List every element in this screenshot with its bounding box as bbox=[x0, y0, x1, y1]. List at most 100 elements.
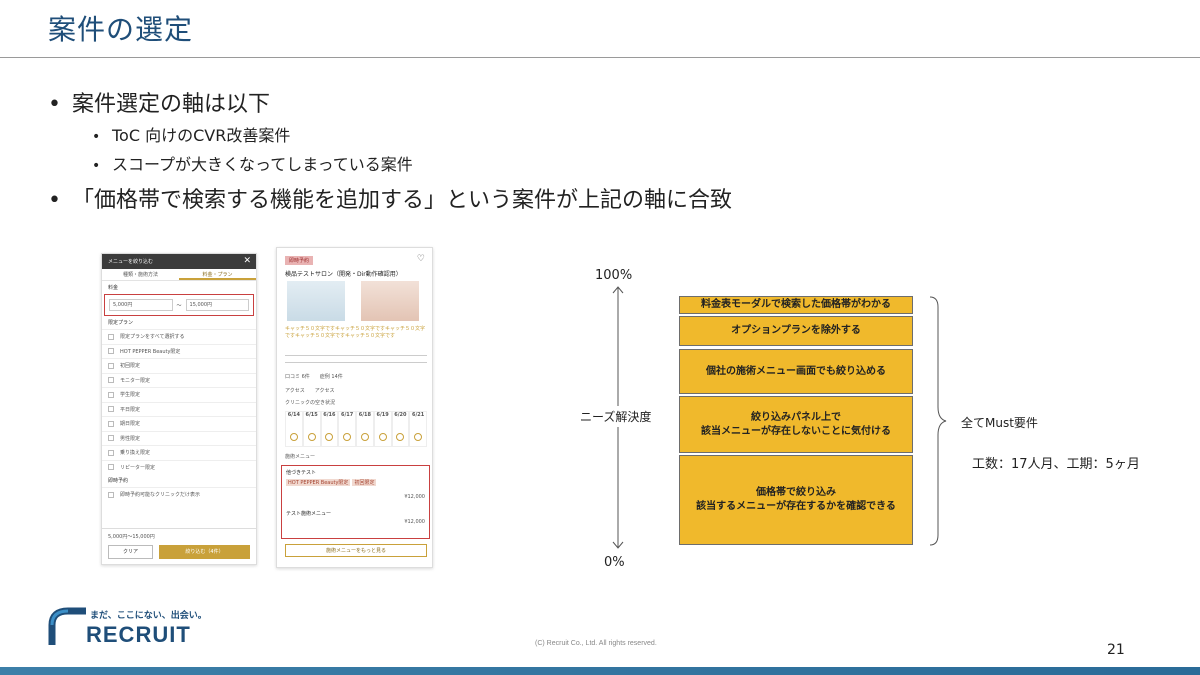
price-max-select[interactable]: 15,000円 bbox=[185, 299, 250, 311]
more-menu-button[interactable]: 施術メニューをもっと見る bbox=[285, 544, 427, 557]
bullet-dot-icon: • bbox=[48, 188, 61, 213]
available-icon bbox=[378, 433, 387, 441]
list-item[interactable]: 男性限定 bbox=[102, 430, 256, 446]
list-item[interactable]: 乗り換え限定 bbox=[102, 445, 256, 460]
right-brace-icon bbox=[929, 296, 947, 546]
axis-bottom-label: 0% bbox=[604, 555, 625, 570]
catch-copy: キャッチ５０文字ですキャッチ５０文字ですキャッチ５０文字ですキャッチ５０文字です… bbox=[285, 326, 426, 339]
heart-icon[interactable]: ♡ bbox=[416, 254, 425, 264]
salon-name: 検品テストサロン（開発・Dir動作確認用） bbox=[285, 271, 402, 278]
price-min-select[interactable]: 5,000円 bbox=[109, 299, 173, 311]
calendar-day[interactable]: 6/16 bbox=[320, 411, 339, 447]
recruit-logo: まだ、ここにない、出会い。 RECRUIT bbox=[46, 605, 207, 649]
checkbox[interactable] bbox=[108, 491, 114, 498]
bottom-bar bbox=[0, 667, 1200, 675]
list-item[interactable]: リピーター限定 bbox=[102, 459, 256, 475]
list-item[interactable]: 学生限定 bbox=[102, 387, 256, 402]
reserve-label: 即時予約 bbox=[108, 478, 129, 484]
list-item[interactable]: 平日限定 bbox=[102, 401, 256, 417]
checkbox[interactable] bbox=[108, 420, 114, 427]
checkbox-label: 学生限定 bbox=[120, 392, 141, 399]
bullet-text: 案件選定の軸は以下 bbox=[72, 92, 271, 117]
reviews-label: 口コミ bbox=[285, 374, 301, 380]
bullet-dot-icon: • bbox=[48, 92, 61, 117]
bullet-item: • 「価格帯で検索する機能を追加する」という案件が上記の軸に合致 bbox=[48, 186, 1148, 216]
filter-panel-header: メニューを絞り込む ✕ bbox=[102, 254, 256, 269]
calendar-date: 6/18 bbox=[358, 412, 371, 418]
price-separator: 〜 bbox=[176, 302, 182, 309]
apply-filter-button[interactable]: 絞り込む（4件） bbox=[159, 545, 250, 559]
calendar-date: 6/14 bbox=[287, 412, 300, 418]
recruit-mark-icon bbox=[48, 607, 86, 645]
copyright: (C) Recruit Co., Ltd. All rights reserve… bbox=[535, 640, 657, 647]
page-number: 21 bbox=[1107, 642, 1125, 658]
list-item[interactable]: 限定プランをすべて選択する bbox=[102, 329, 256, 344]
salon-photo bbox=[287, 281, 345, 321]
checkbox[interactable] bbox=[108, 377, 114, 384]
salon-photo bbox=[361, 281, 419, 321]
checkbox[interactable] bbox=[108, 449, 114, 456]
checkbox[interactable] bbox=[108, 464, 114, 471]
checkbox-label: 即時予約可能なクリニックだけ表示 bbox=[120, 492, 201, 499]
effort-label: 工数：17人月、工期：5ヶ月 bbox=[972, 457, 1140, 472]
sub-bullet-item: • スコープが大きくなってしまっている案件 bbox=[92, 151, 1148, 180]
salon-detail-screenshot: 即時予約 ♡ 検品テストサロン（開発・Dir動作確認用） キャッチ５０文字ですキ… bbox=[276, 247, 433, 568]
calendar-day[interactable]: 6/14 bbox=[285, 411, 303, 447]
footer-buttons: クリア 絞り込む（4件） bbox=[108, 545, 250, 559]
calendar-day[interactable]: 6/15 bbox=[302, 411, 321, 447]
checkbox[interactable] bbox=[108, 348, 114, 355]
calendar-day[interactable]: 6/17 bbox=[338, 411, 356, 447]
menu-price: ¥12,000 bbox=[404, 519, 425, 525]
menu-label: 施術メニュー bbox=[285, 454, 316, 460]
tab-price-plan[interactable]: 料金・プラン bbox=[179, 269, 256, 280]
slide-title: 案件の選定 bbox=[48, 13, 194, 46]
checkbox-label: 男性限定 bbox=[120, 435, 141, 442]
requirement-box: 料金表モーダルで検索した価格帯がわかる bbox=[679, 296, 913, 314]
list-item[interactable]: 即時予約可能なクリニックだけ表示 bbox=[102, 487, 256, 502]
bullet-dot-icon: • bbox=[92, 158, 101, 174]
calendar-day[interactable]: 6/20 bbox=[391, 411, 410, 447]
calendar-day[interactable]: 6/19 bbox=[373, 411, 392, 447]
list-item[interactable]: 初回限定 bbox=[102, 358, 256, 373]
filter-panel-title: メニューを絞り込む bbox=[108, 259, 154, 265]
bullet-item: • 案件選定の軸は以下 bbox=[48, 90, 1148, 120]
checkbox[interactable] bbox=[108, 333, 114, 340]
checkbox-label: 平日限定 bbox=[120, 406, 141, 413]
list-item[interactable]: 期日限定 bbox=[102, 416, 256, 431]
checkbox[interactable] bbox=[108, 435, 114, 442]
available-icon bbox=[343, 433, 352, 441]
list-item[interactable]: モニター限定 bbox=[102, 372, 256, 388]
logo-tagline: まだ、ここにない、出会い。 bbox=[90, 611, 207, 621]
clear-button[interactable]: クリア bbox=[108, 545, 153, 559]
access-value: アクセス bbox=[314, 388, 335, 394]
axis-top-label: 100% bbox=[595, 268, 633, 283]
salon-info-lines bbox=[285, 352, 427, 368]
bullet-dot-icon: • bbox=[92, 129, 101, 145]
available-icon bbox=[307, 433, 316, 441]
calendar-day[interactable]: 6/21 bbox=[409, 411, 427, 447]
requirement-box: オプションプランを除外する bbox=[679, 316, 913, 346]
requirement-box: 絞り込みパネル上で 該当メニューが存在しないことに気付ける bbox=[679, 396, 913, 453]
price-range-highlight: 5,000円 〜 15,000円 bbox=[104, 294, 254, 316]
requirement-box: 価格帯で絞り込み 該当するメニューが存在するかを確認できる bbox=[679, 455, 913, 545]
sub-bullet-text: ToC 向けのCVR改善案件 bbox=[112, 126, 291, 145]
checkbox[interactable] bbox=[108, 362, 114, 369]
status-badge: 即時予約 bbox=[285, 256, 314, 265]
checkbox[interactable] bbox=[108, 391, 114, 398]
availability-calendar: 6/14 6/15 6/16 6/17 6/18 6/19 6/20 6/21 bbox=[285, 411, 427, 447]
access-label: アクセス bbox=[285, 388, 305, 394]
sub-bullet-item: • ToC 向けのCVR改善案件 bbox=[92, 122, 1148, 151]
reviews-count: 6件 bbox=[301, 374, 310, 380]
calendar-label: クリニックの空き状況 bbox=[285, 400, 336, 406]
calendar-date: 6/17 bbox=[340, 412, 354, 418]
checkbox[interactable] bbox=[108, 406, 114, 413]
checkbox-label: 初回限定 bbox=[120, 363, 141, 370]
menu-title[interactable]: 他づきテスト bbox=[286, 470, 317, 476]
close-icon[interactable]: ✕ bbox=[243, 256, 251, 266]
calendar-day[interactable]: 6/18 bbox=[356, 411, 374, 447]
tab-treatment[interactable]: 種類・施術方法 bbox=[122, 272, 158, 278]
list-item[interactable]: HOT PEPPER Beauty限定 bbox=[102, 343, 256, 359]
calendar-date: 6/20 bbox=[394, 412, 407, 418]
checkbox-label: 乗り換え限定 bbox=[120, 450, 151, 457]
menu-subtitle[interactable]: テスト施術メニュー bbox=[286, 511, 332, 517]
